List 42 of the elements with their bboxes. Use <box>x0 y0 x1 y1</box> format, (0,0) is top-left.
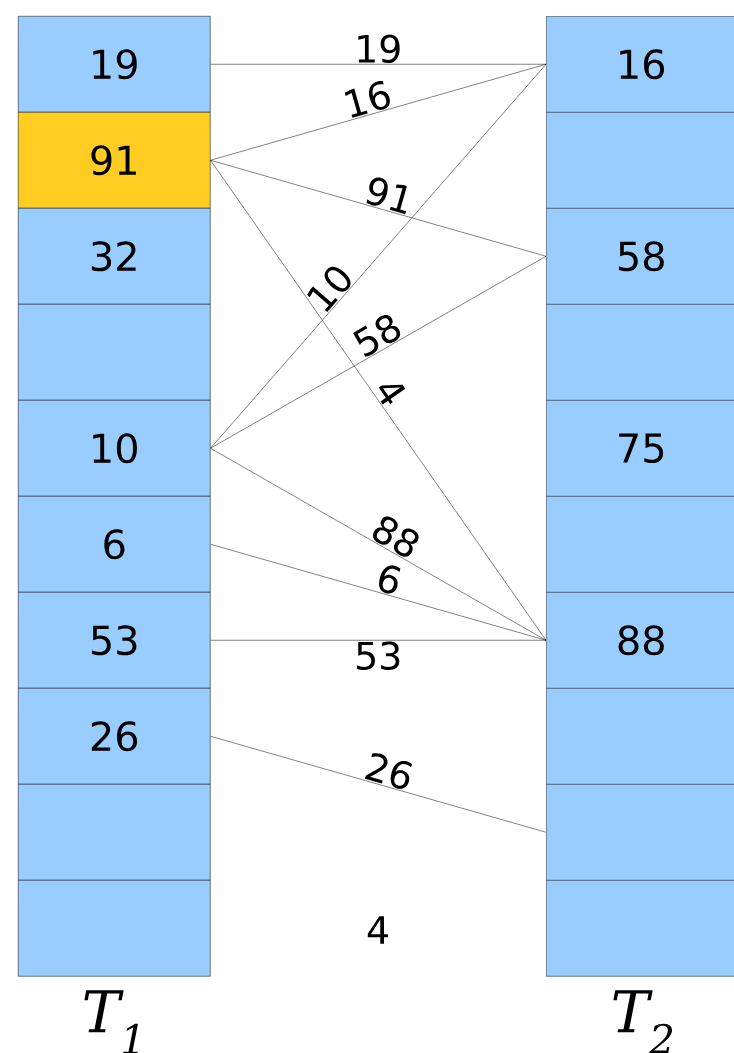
connector-line <box>210 64 547 161</box>
edge-label: 4 <box>378 384 406 405</box>
connector-line <box>210 544 547 641</box>
connector-line <box>210 448 547 641</box>
empty-cell <box>18 784 211 881</box>
empty-cell <box>546 784 734 881</box>
table-cell: 53 <box>18 592 211 689</box>
edge-label: 26 <box>364 753 412 789</box>
table-cell: 26 <box>18 688 211 785</box>
connector-line <box>210 160 547 641</box>
table-cell: 91 <box>18 112 211 209</box>
empty-cell <box>546 112 734 209</box>
empty-cell <box>546 880 734 977</box>
edge-label: 10 <box>307 266 351 312</box>
table-cell: 75 <box>546 400 734 497</box>
edge-label: 88 <box>373 516 419 557</box>
empty-cell <box>18 304 211 401</box>
edge-label: 91 <box>366 177 407 215</box>
edge-label: 58 <box>353 314 401 357</box>
edge-label: 53 <box>357 641 400 671</box>
connector-line <box>210 160 547 257</box>
connector-line <box>210 640 547 641</box>
table-label: T$_{1}$ <box>84 990 138 1053</box>
table-label: T$_{2}$ <box>613 990 672 1053</box>
empty-cell <box>546 496 734 593</box>
table-cell: 88 <box>546 592 734 689</box>
table-cell: 32 <box>18 208 211 305</box>
table-cell: 10 <box>18 400 211 497</box>
edge-label: 19 <box>358 34 400 64</box>
table-cell: 58 <box>546 208 734 305</box>
edge-label: 16 <box>344 81 390 118</box>
connector-line <box>210 64 547 449</box>
table-cell: 16 <box>546 16 734 113</box>
table-cell: 19 <box>18 16 211 113</box>
empty-cell <box>18 880 211 977</box>
empty-cell <box>546 304 734 401</box>
connector-line <box>210 256 547 449</box>
connector-line <box>210 736 547 833</box>
key-label: 4 <box>367 916 388 944</box>
empty-cell <box>546 688 734 785</box>
edge-label: 6 <box>379 565 401 594</box>
table-cell: 6 <box>18 496 211 593</box>
